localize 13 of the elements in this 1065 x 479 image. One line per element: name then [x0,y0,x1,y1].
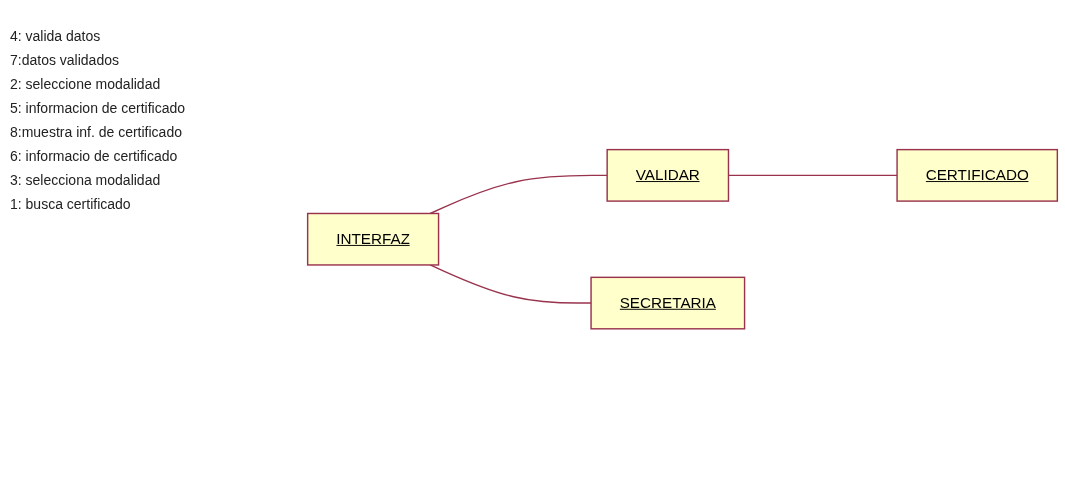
message-label: 2: seleccione modalidad [10,76,162,92]
message-label: 8:muestra inf. de certificado [10,124,183,140]
message-label: 3: selecciona modalidad [10,172,162,188]
node-box: VALIDAR [606,149,730,203]
message-label: 1: busca certificado [10,196,132,212]
message-label: 4: valida datos [10,28,102,44]
message-label: 7:datos validados [10,52,120,68]
message-label: 6: informacio de certificado [10,148,179,164]
message-label: 5: informacion de certificado [10,100,187,116]
node-box: CERTIFICADO [896,149,1059,203]
node-box: SECRETARIA [590,276,746,330]
node-box: INTERFAZ [306,213,440,266]
connector [429,174,608,215]
